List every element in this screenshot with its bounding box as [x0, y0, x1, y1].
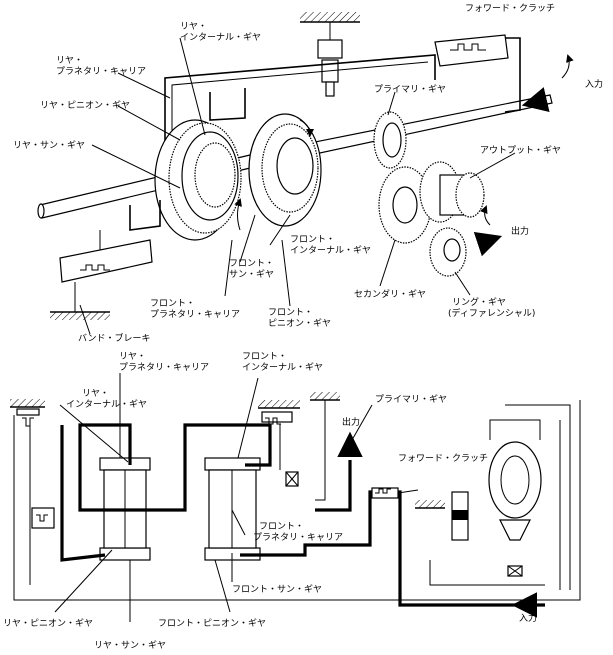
- labels-bottom: リヤ・ プラネタリ・キャリア フロント・ インターナル・ギヤ リヤ・ インターナ…: [3, 352, 537, 651]
- label-band-brake-top: バンド・ブレーキ: [78, 332, 150, 344]
- label-rear-internal-gear-top-2: インターナル・ギヤ: [180, 32, 261, 43]
- label-forward-clutch-bottom: フォワード・クラッチ: [398, 453, 488, 464]
- label-front-pinion-gear-top-1: フロント・: [268, 308, 313, 318]
- leader-lines-top: [79, 37, 516, 335]
- label-rear-sun-gear-bottom: リヤ・サン・ギヤ: [94, 640, 166, 651]
- label-rear-pinion-gear-bottom: リヤ・ピニオン・ギヤ: [3, 618, 93, 629]
- label-input-top: 入力: [585, 78, 603, 90]
- rear-carrier-frame: [164, 54, 436, 150]
- label-output-gear-top: アウトプット・ギヤ: [480, 145, 561, 156]
- pictorial-cutaway: [37, 12, 574, 335]
- band-brake-pictorial: [50, 200, 161, 320]
- forward-clutch-schematic: [371, 487, 399, 499]
- front-planetary-discs: [234, 113, 322, 231]
- leader-lines-bottom: [54, 373, 419, 622]
- label-ring-gear-top-1: リング・ギヤ: [452, 296, 506, 308]
- label-front-carrier-top-1: フロント・: [150, 299, 195, 309]
- label-front-carrier-bottom-1: フロント・: [259, 522, 304, 532]
- label-primary-gear-bottom: プライマリ・ギヤ: [375, 394, 447, 405]
- input-arrow-top: [521, 87, 550, 113]
- forward-clutch-pictorial: [434, 34, 521, 113]
- label-ring-gear-top-2: (ディファレンシャル): [448, 307, 535, 319]
- label-front-internal-gear-top-1: フロント・: [290, 235, 335, 245]
- label-output-top: 出力: [511, 225, 529, 237]
- labels-top: フォワード・クラッチ 入力 リヤ・ インターナル・ギヤ リヤ・ プラネタリ・キャ…: [13, 3, 603, 344]
- label-front-sun-gear-bottom: フロント・サン・ギヤ: [232, 584, 322, 595]
- label-rear-carrier-top-2: プラネタリ・キャリア: [56, 66, 146, 77]
- label-primary-gear-top: プライマリ・ギヤ: [374, 84, 446, 95]
- rear-planetary-discs: [154, 119, 242, 241]
- ground-center: [258, 392, 340, 501]
- label-front-carrier-top-2: プラネタリ・キャリア: [150, 309, 240, 320]
- label-forward-clutch-top: フォワード・クラッチ: [465, 3, 555, 14]
- front-planetary-schematic: [204, 457, 261, 561]
- label-rear-internal-gear-top-1: リヤ・: [180, 22, 207, 32]
- label-front-sun-gear-top-1: フロント・: [229, 259, 274, 269]
- label-front-internal-gear-top-2: インターナル・ギヤ: [290, 245, 371, 256]
- label-front-internal-gear-bottom-2: インターナル・ギヤ: [242, 362, 323, 373]
- ground-hatch-top: [300, 12, 360, 97]
- ring-gear-pictorial: [429, 227, 467, 277]
- secondary-output-gears: [378, 161, 485, 244]
- label-secondary-gear-top: セカンダリ・ギヤ: [354, 288, 426, 300]
- label-rear-carrier-bottom-2: プラネタリ・キャリア: [119, 362, 209, 373]
- label-rear-pinion-gear-top: リヤ・ピニオン・ギヤ: [40, 100, 130, 111]
- schematic: [10, 373, 581, 622]
- label-rear-sun-gear-top: リヤ・サン・ギヤ: [13, 140, 85, 151]
- power-flow-path: [60, 423, 520, 607]
- label-input-bottom: 入力: [519, 612, 537, 624]
- label-rear-internal-gear-bottom-1: リヤ・: [82, 389, 109, 399]
- label-front-pinion-gear-bottom: フロント・ピニオン・ギヤ: [158, 618, 266, 629]
- primary-gear-pictorial: [373, 111, 407, 169]
- clutch-pack-left: [31, 507, 55, 529]
- label-rear-internal-gear-bottom-2: インターナル・ギヤ: [66, 399, 147, 410]
- output-arrow-top: [473, 231, 503, 257]
- torque-converter-schematic: [415, 404, 571, 590]
- ground-left: [10, 399, 45, 427]
- label-rear-carrier-bottom-1: リヤ・: [119, 352, 146, 362]
- label-front-carrier-bottom-2: プラネタリ・キャリア: [253, 532, 343, 543]
- label-output-bottom: 出力: [342, 416, 360, 428]
- label-front-sun-gear-top-2: サン・ギヤ: [229, 269, 274, 280]
- label-front-pinion-gear-top-2: ピニオン・ギヤ: [268, 318, 331, 329]
- label-front-internal-gear-bottom-1: フロント・: [242, 352, 287, 362]
- band-servo: [317, 39, 343, 59]
- label-rear-carrier-top-1: リヤ・: [56, 56, 83, 66]
